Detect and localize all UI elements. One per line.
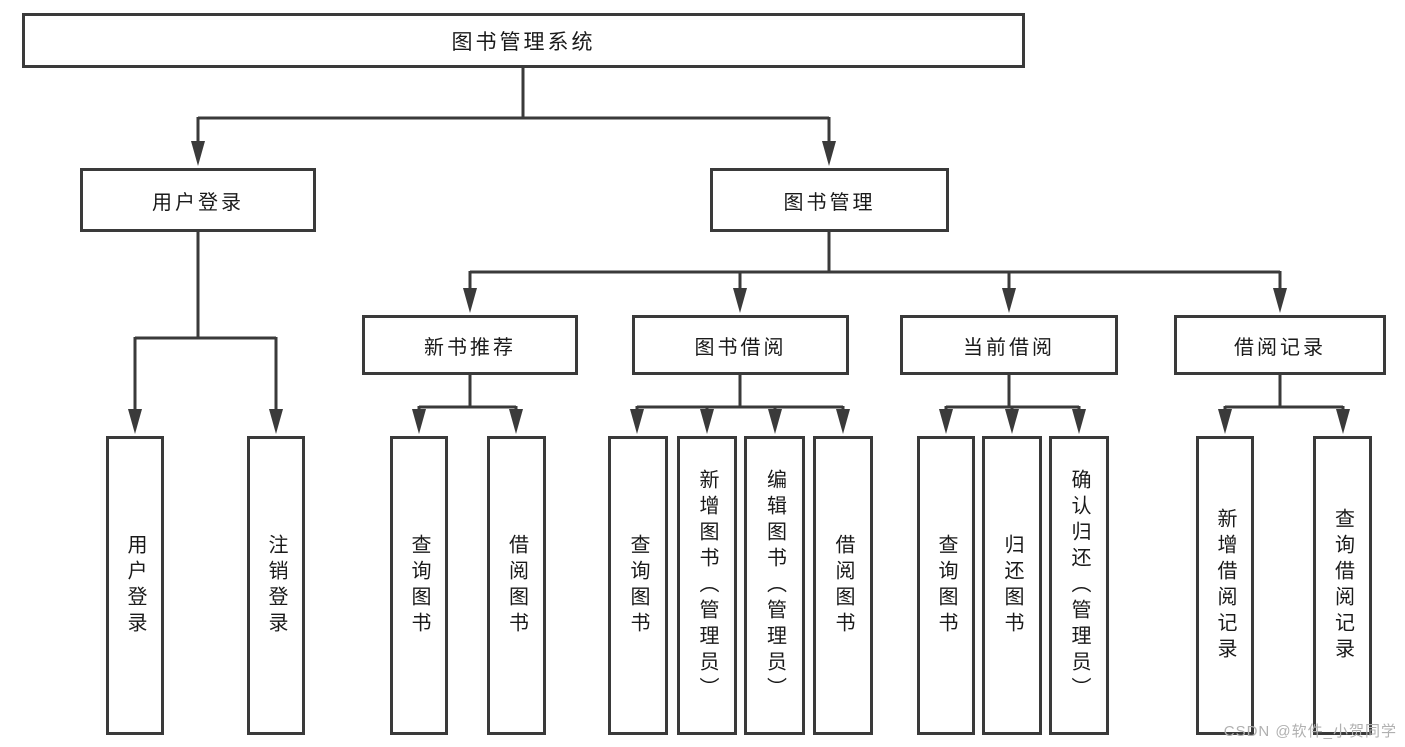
leaf-borrow-books-recommend: 借阅图书 xyxy=(487,436,546,735)
leaf-confirm-return-admin: 确认归还（管理员） xyxy=(1049,436,1109,735)
leaf-borrow-books-borrowing: 借阅图书 xyxy=(813,436,873,735)
node-label: 新增图书（管理员） xyxy=(696,468,718,703)
node-label: 借阅图书 xyxy=(505,533,528,638)
node-label: 注销登录 xyxy=(265,533,287,638)
leaf-logout: 注销登录 xyxy=(247,436,305,735)
node-label: 新增借阅记录 xyxy=(1214,507,1236,664)
node-label: 图书借阅 xyxy=(694,336,787,359)
node-label: 借阅图书 xyxy=(832,533,854,638)
node-label: 新书推荐 xyxy=(424,336,516,359)
node-label: 查询借阅记录 xyxy=(1331,507,1354,664)
node-label: 确认归还（管理员） xyxy=(1068,468,1090,703)
leaf-user-login: 用户登录 xyxy=(106,436,164,735)
node-label: 用户登录 xyxy=(152,191,244,214)
leaf-query-books-borrowing: 查询图书 xyxy=(608,436,668,735)
node-label: 用户登录 xyxy=(124,533,146,638)
node-label: 当前借阅 xyxy=(963,336,1055,359)
node-user-login: 用户登录 xyxy=(80,168,316,232)
node-new-book-recommendation: 新书推荐 xyxy=(362,315,578,375)
node-label: 查询图书 xyxy=(627,533,649,638)
node-book-management: 图书管理 xyxy=(710,168,949,232)
node-label: 归还图书 xyxy=(1001,533,1023,638)
node-label: 借阅记录 xyxy=(1234,336,1326,359)
node-library-management-system: 图书管理系统 xyxy=(22,13,1025,68)
leaf-add-book-admin: 新增图书（管理员） xyxy=(677,436,737,735)
node-label: 图书管理系统 xyxy=(451,30,596,54)
node-label: 编辑图书（管理员） xyxy=(763,468,786,703)
node-borrowing-records: 借阅记录 xyxy=(1174,315,1386,375)
leaf-add-borrow-record: 新增借阅记录 xyxy=(1196,436,1254,735)
node-label: 查询图书 xyxy=(408,533,430,638)
leaf-return-book: 归还图书 xyxy=(982,436,1042,735)
leaf-query-borrow-record: 查询借阅记录 xyxy=(1313,436,1372,735)
leaf-query-books-current: 查询图书 xyxy=(917,436,975,735)
leaf-edit-book-admin: 编辑图书（管理员） xyxy=(744,436,805,735)
node-book-borrowing: 图书借阅 xyxy=(632,315,849,375)
leaf-query-books-recommend: 查询图书 xyxy=(390,436,448,735)
node-current-borrowing: 当前借阅 xyxy=(900,315,1118,375)
node-label: 图书管理 xyxy=(783,191,876,214)
node-label: 查询图书 xyxy=(935,533,957,638)
csdn-watermark: CSDN @软件_小贺同学 xyxy=(1223,723,1397,740)
